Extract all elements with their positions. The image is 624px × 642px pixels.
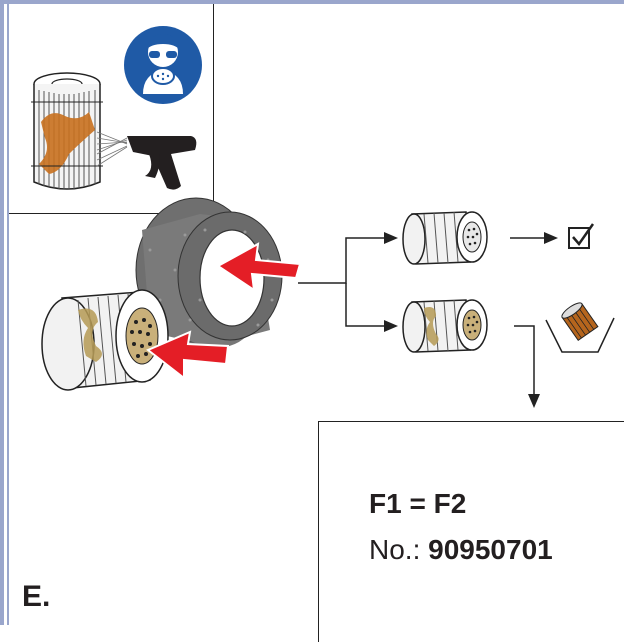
part-number-prefix: No.:	[369, 534, 429, 565]
inspect-arrow-cartridge	[146, 330, 230, 381]
part-number-value: 90950701	[428, 534, 553, 565]
part-number: No.: 90950701	[369, 534, 553, 566]
decision-lines	[298, 237, 550, 400]
checkmark-box-icon	[568, 223, 595, 249]
air-blow-gun-icon	[127, 136, 197, 190]
warning-illustration	[31, 26, 202, 190]
main-filter-cartridge	[41, 289, 169, 391]
air-spray-lines	[96, 131, 128, 167]
respirator-mask-icon	[124, 26, 202, 104]
inspect-arrow-prefilter	[216, 242, 302, 293]
clean-filter-icon	[402, 211, 488, 265]
filter-inspection-diagram	[41, 197, 615, 408]
page-frame-inner-line	[7, 4, 9, 625]
spec-panel	[318, 421, 624, 642]
decision-arrowheads	[384, 232, 558, 408]
foam-prefilter	[135, 197, 283, 348]
filter-equivalence-text: F1 = F2	[369, 488, 467, 519]
disposal-bin-icon	[545, 302, 615, 353]
dirty-filter-small-icon	[402, 299, 488, 353]
step-label: E.	[22, 580, 51, 613]
warning-panel	[9, 4, 214, 214]
dirty-filter-icon	[31, 72, 103, 190]
